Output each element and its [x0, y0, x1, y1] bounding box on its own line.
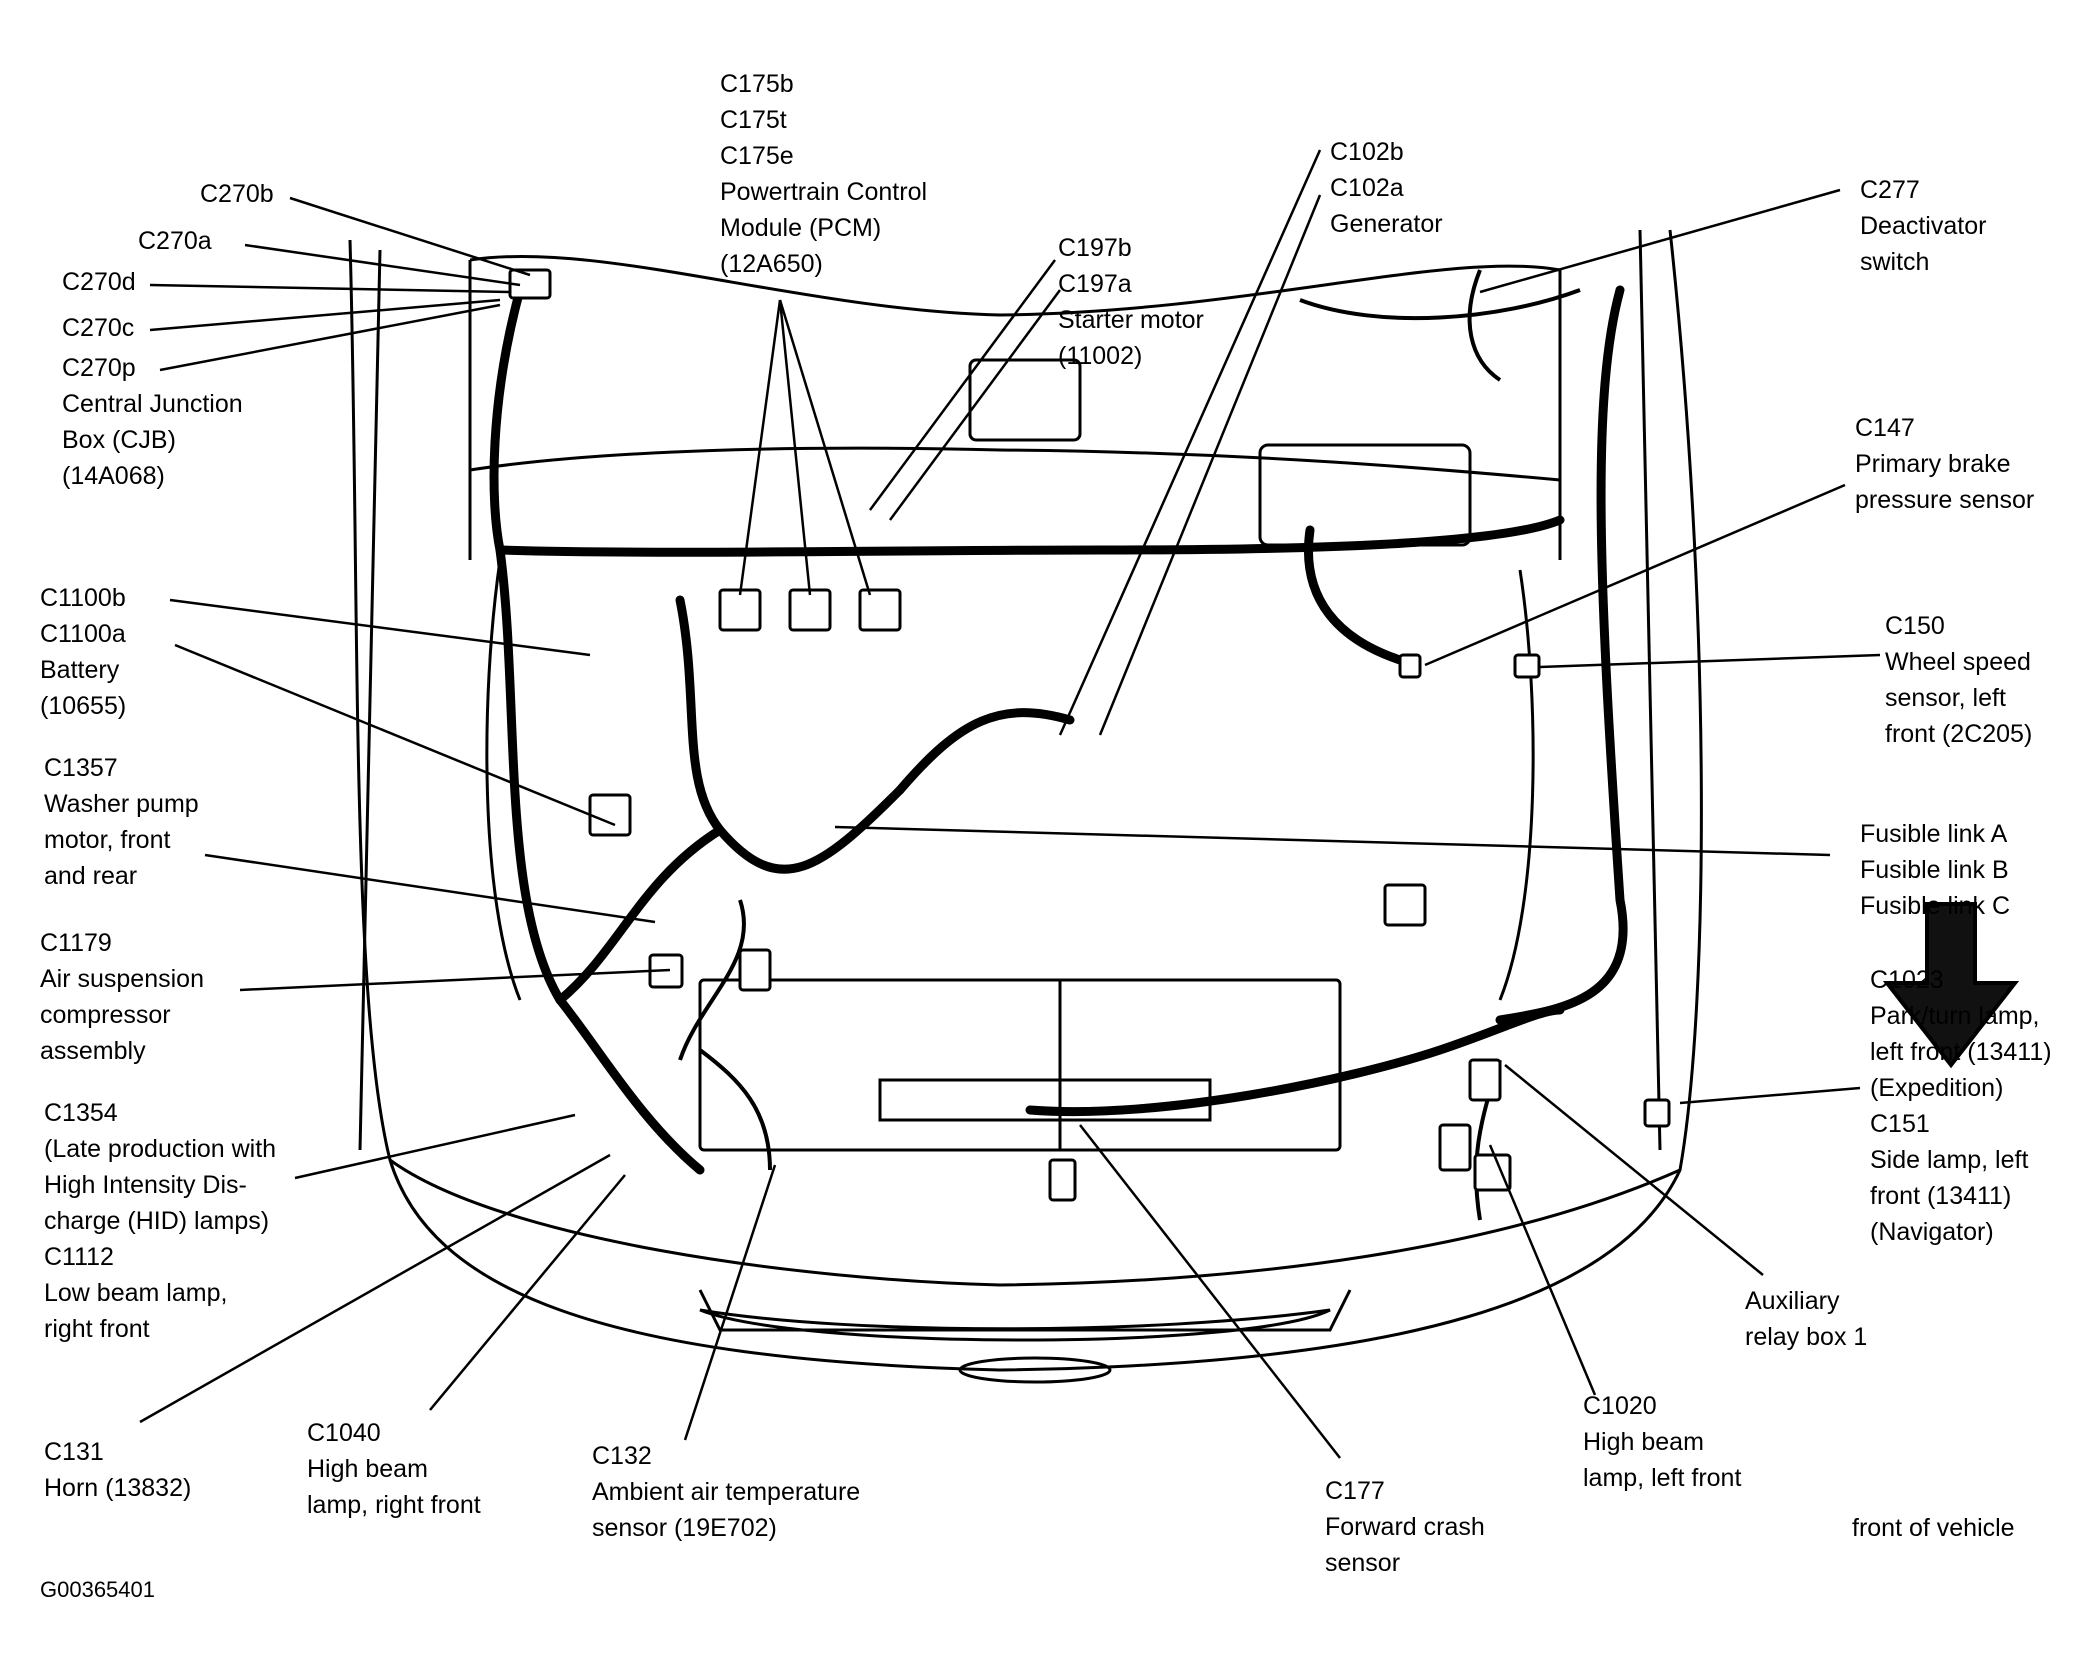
front-of-vehicle-label: front of vehicle: [1852, 1514, 2015, 1542]
label-c270d: C270d: [62, 268, 136, 296]
figure-id: G00365401: [40, 1577, 155, 1602]
wiring-harness: [489, 285, 1628, 1175]
label-c270a: C270a: [138, 227, 212, 255]
label-c270c: C270c: [62, 314, 135, 342]
connectors: [508, 268, 1671, 1202]
vehicle-body: [348, 229, 1703, 1384]
wiring-harness-thin: [678, 269, 1581, 1221]
down-arrow-icon: [1882, 902, 2020, 1069]
label-c270b: C270b: [200, 180, 274, 208]
leader-lines: [139, 149, 1881, 1459]
